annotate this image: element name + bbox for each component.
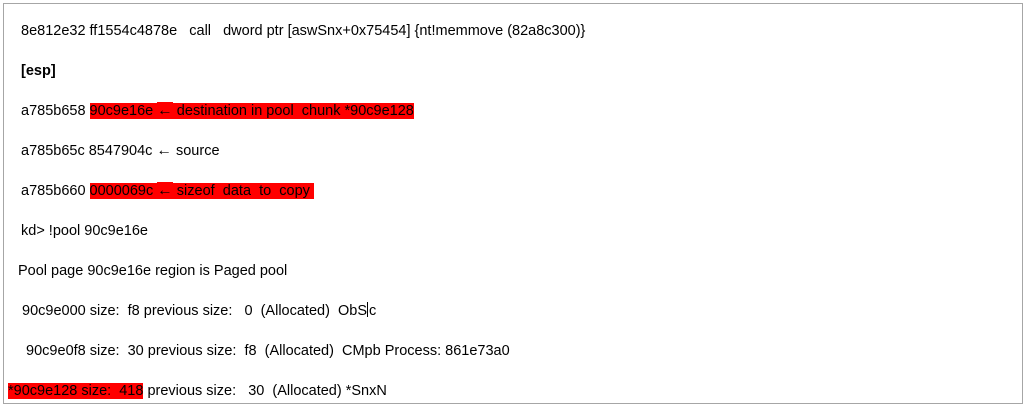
text-caret: [367, 302, 369, 317]
output-line-chunk-90c9e000: 90c9e000 size: f8 previous size: 0 (Allo…: [4, 291, 1022, 331]
output-text: Pool page 90c9e16e region is Paged pool: [18, 263, 288, 279]
output-text: kd> !pool 90c9e16e: [21, 223, 148, 239]
highlighted-text: _: [251, 183, 260, 199]
highlighted-text: _: [271, 183, 280, 199]
left-arrow-icon: ←: [157, 182, 173, 199]
output-line-chunk-90c9e128: *90c9e128 size: 418 previous size: 30 (A…: [4, 371, 1022, 411]
output-text: [esp]: [21, 63, 56, 79]
output-text: c: [368, 303, 377, 319]
output-text: previous size: 30 (Allocated) *SnxN: [143, 383, 387, 399]
output-text: 90c9e0f8 size: 30 previous size: f8 (All…: [18, 343, 510, 359]
debugger-output-listing: 8e812e32 ff1554c4878e call dword ptr [as…: [4, 4, 1022, 403]
debugger-output-frame: 8e812e32 ff1554c4878e call dword ptr [as…: [3, 3, 1023, 404]
output-line-esp-size: a785b660 0000069c ← sizeof_data_to_copy: [4, 171, 1022, 211]
highlighted-text: sizeof: [172, 183, 215, 199]
output-line-prompt-pool-command: kd> !pool 90c9e16e: [4, 211, 1022, 251]
output-line-esp-label: [esp]: [4, 51, 1022, 91]
output-line-esp-destination: a785b658 90c9e16e ← destination in pool_…: [4, 91, 1022, 131]
output-text: 8e812e32 ff1554c4878e call dword ptr [as…: [21, 23, 586, 39]
highlighted-text: destination in pool: [172, 103, 294, 119]
highlighted-text: *90c9e128 size: 418: [8, 383, 144, 399]
output-text: 90c9e000 size: f8 previous size: 0 (Allo…: [18, 303, 367, 319]
output-line-esp-source: a785b65c 8547904c ← source: [4, 131, 1022, 171]
left-arrow-icon: ←: [157, 102, 173, 119]
output-line-disasm-call: 8e812e32 ff1554c4878e call dword ptr [as…: [4, 11, 1022, 51]
highlighted-text: copy: [279, 183, 314, 199]
highlighted-text: data: [222, 183, 252, 199]
output-line-pool-page-region: Pool page 90c9e16e region is Paged pool: [4, 251, 1022, 291]
highlighted-text: 0000069c: [89, 183, 158, 199]
highlighted-text: _: [214, 183, 223, 199]
left-arrow-icon: ←: [156, 142, 172, 159]
output-line-chunk-90c9e0f8: 90c9e0f8 size: 30 previous size: f8 (All…: [4, 331, 1022, 371]
output-text: source: [171, 143, 220, 159]
highlighted-text: _: [293, 103, 302, 119]
output-text: a785b658: [21, 103, 90, 119]
output-text: a785b65c 8547904c: [21, 143, 157, 159]
highlighted-text: chunk *90c9e128: [301, 103, 414, 119]
output-text: a785b660: [21, 183, 90, 199]
highlighted-text: to: [259, 183, 272, 199]
highlighted-text: 90c9e16e: [89, 103, 158, 119]
